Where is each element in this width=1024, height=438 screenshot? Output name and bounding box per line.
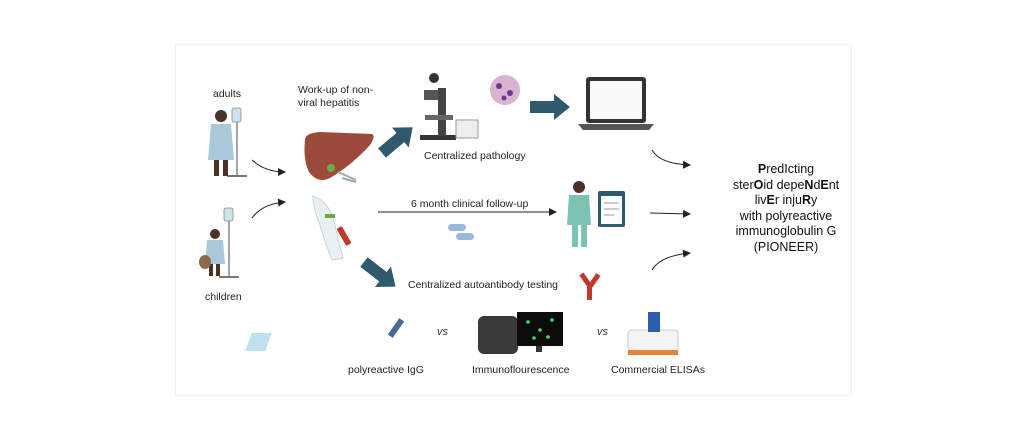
blood-draw-icon [312,195,351,261]
pills-icon [448,224,474,240]
label-polyreactive-igg: polyreactive IgG [348,364,424,376]
title-segment: P [757,162,767,176]
title-line: immunoglobulin G [706,224,866,240]
label-workup-line2: viral hepatitis [298,97,360,109]
arrow-to-pathology [378,127,413,158]
title-segment: nt [828,177,840,192]
title-segment: cting [787,162,815,176]
liver-icon [304,132,374,183]
title-segment: O [753,177,764,192]
fluorescence-scanner-icon [478,312,563,354]
title-segment: d [813,177,821,192]
laptop-icon [578,77,654,130]
label-immunofluorescence: Immunoflourescence [472,364,570,376]
label-vs-2: vs [597,326,608,338]
title-line: livEr injuRy [706,193,866,209]
label-children: children [205,291,242,303]
title-segment: immunoglobulin G [735,224,837,238]
arrow-to-autoantibody [360,257,396,288]
title-segment: y [811,193,818,207]
label-vs-1: vs [437,326,448,338]
title-segment: r inju [774,193,802,207]
title-segment: id depe [763,177,805,192]
arrow-to-laptop [530,94,570,120]
title-line: with polyreactive [706,209,866,225]
microscope-icon [420,73,479,140]
antibody-icon [579,272,601,300]
title-segment: (PIONEER) [753,239,819,254]
title-segment: N [804,177,814,192]
pipette-icon [245,318,405,351]
diagram-panel [175,44,852,396]
label-autoantibody-testing: Centralized autoantibody testing [408,279,559,291]
title-segment: ster [732,177,754,192]
label-adults: adults [213,88,242,100]
label-commercial-elisas: Commercial ELISAs [611,364,705,376]
clipboard-icon [598,191,625,227]
patient-child-icon [199,229,225,276]
tissue-icon [490,75,520,105]
title-line: sterOid depeNdEnt [706,178,866,194]
title-segment: liv [754,193,767,207]
title-segment: E [766,193,775,207]
doctor-icon [567,181,591,247]
label-centralized-pathology: Centralized pathology [424,150,526,162]
title-segment: E [820,177,829,192]
title-line: PredIcting [706,162,866,178]
label-followup: 6 month clinical follow-up [411,198,529,210]
title-line: (PIONEER) [706,240,866,256]
title-segment: R [801,193,812,207]
label-workup-line1: Work-up of non- [298,84,374,96]
title-segment: with polyreactive [739,208,833,223]
iv-pole-icon [227,107,247,177]
iv-pole-icon [219,207,239,278]
title-segment: redI [766,162,788,176]
patient-adult-icon [208,110,234,176]
elisa-reader-icon [627,312,679,355]
